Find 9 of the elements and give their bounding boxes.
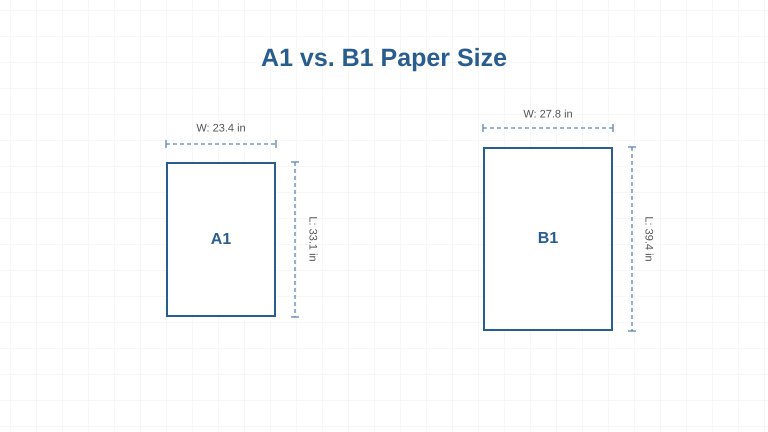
dimension-label: W: 23.4 in bbox=[196, 124, 246, 134]
paper-rectangle bbox=[166, 162, 276, 317]
dimension-label: L: 39.4 in bbox=[642, 216, 654, 262]
paper-label: A1 bbox=[210, 230, 232, 250]
dimension-label: W: 27.8 in bbox=[523, 110, 573, 120]
paper-rectangle bbox=[483, 147, 613, 331]
paper-label: B1 bbox=[538, 229, 558, 249]
title: A1 vs. B1 Paper Size bbox=[261, 43, 507, 74]
dimension-label: L: 33.1 in bbox=[306, 216, 318, 262]
